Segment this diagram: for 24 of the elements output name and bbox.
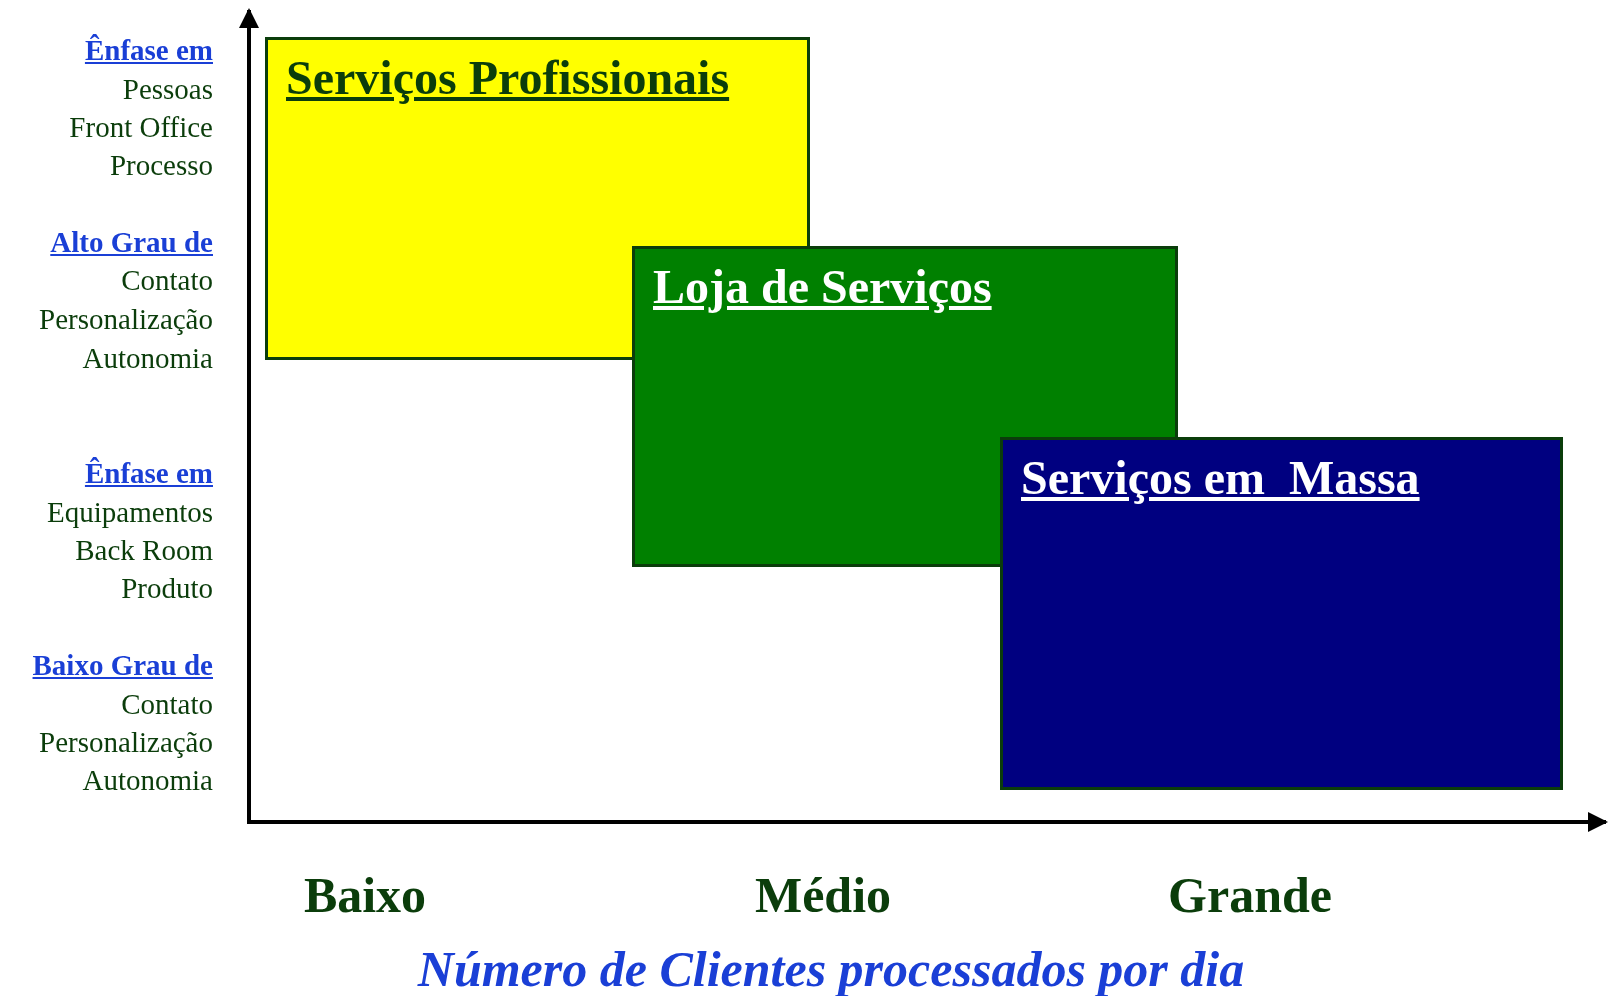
tick-label: Médio bbox=[753, 868, 893, 923]
axis-label: Contato bbox=[121, 265, 213, 297]
axis-label: Pessoas bbox=[122, 74, 213, 106]
tick-label: Grande bbox=[1167, 868, 1333, 923]
axis-label: Produto bbox=[121, 573, 213, 605]
axis-label: Autonomia bbox=[82, 765, 213, 797]
axis-label: Personalização bbox=[39, 304, 213, 336]
axis-group-heading: Alto Grau de bbox=[50, 227, 213, 259]
axis-title: Número de Clientes processados por dia bbox=[416, 942, 1246, 996]
axis-label: Equipamentos bbox=[47, 497, 213, 529]
axis-group-heading: Ênfase em bbox=[84, 458, 213, 490]
axis-label: Processo bbox=[109, 150, 213, 182]
category-title: Serviços em Massa bbox=[1021, 452, 1420, 505]
axis-label: Personalização bbox=[39, 727, 213, 759]
axis-label: Front Office bbox=[69, 112, 213, 144]
axis-label: Contato bbox=[121, 689, 213, 721]
axis-group-heading: Ênfase em bbox=[84, 35, 213, 67]
category-title: Loja de Serviços bbox=[653, 261, 992, 314]
axis-group-heading: Baixo Grau de bbox=[32, 650, 213, 682]
axis-label: Back Room bbox=[75, 535, 213, 567]
axis-label: Autonomia bbox=[82, 343, 213, 375]
category-title: Serviços Profissionais bbox=[286, 52, 730, 105]
tick-label: Baixo bbox=[302, 868, 428, 923]
category-rect bbox=[1000, 437, 1563, 790]
